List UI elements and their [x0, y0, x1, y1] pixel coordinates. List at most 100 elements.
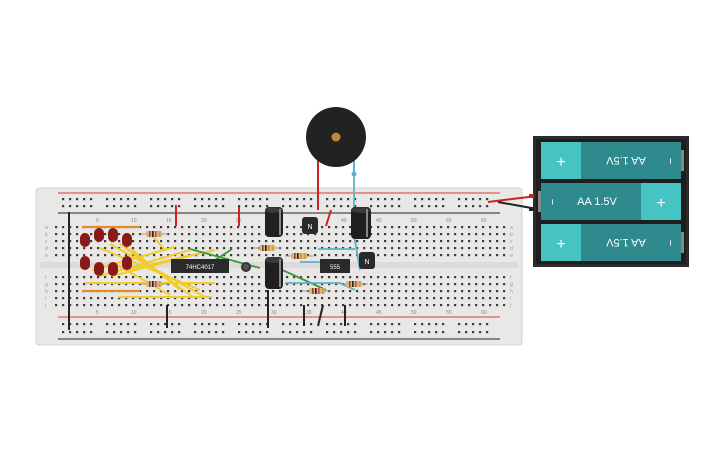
breadboard-hole[interactable]	[237, 226, 240, 229]
breadboard-hole[interactable]	[454, 247, 457, 250]
breadboard-hole[interactable]	[282, 331, 285, 334]
breadboard-hole[interactable]	[223, 283, 226, 286]
breadboard-hole[interactable]	[279, 297, 282, 300]
breadboard-hole[interactable]	[76, 198, 79, 201]
breadboard-hole[interactable]	[171, 323, 174, 326]
breadboard-hole[interactable]	[286, 290, 289, 293]
breadboard-hole[interactable]	[465, 205, 468, 208]
breadboard-hole[interactable]	[251, 233, 254, 236]
breadboard-hole[interactable]	[412, 304, 415, 307]
electrolytic-capacitor[interactable]	[351, 207, 371, 239]
breadboard-hole[interactable]	[377, 283, 380, 286]
breadboard-hole[interactable]	[475, 304, 478, 307]
breadboard-hole[interactable]	[475, 254, 478, 257]
breadboard-hole[interactable]	[69, 331, 72, 334]
breadboard-hole[interactable]	[174, 276, 177, 279]
breadboard-hole[interactable]	[62, 233, 65, 236]
breadboard-hole[interactable]	[134, 331, 137, 334]
led[interactable]	[94, 228, 104, 242]
breadboard-hole[interactable]	[153, 297, 156, 300]
breadboard-hole[interactable]	[489, 304, 492, 307]
breadboard-hole[interactable]	[496, 240, 499, 243]
breadboard-hole[interactable]	[303, 331, 306, 334]
breadboard-hole[interactable]	[426, 233, 429, 236]
breadboard-hole[interactable]	[208, 323, 211, 326]
breadboard-hole[interactable]	[310, 198, 313, 201]
breadboard-hole[interactable]	[307, 240, 310, 243]
breadboard-hole[interactable]	[111, 247, 114, 250]
breadboard-hole[interactable]	[479, 323, 482, 326]
breadboard-hole[interactable]	[188, 276, 191, 279]
breadboard-hole[interactable]	[482, 254, 485, 257]
breadboard-hole[interactable]	[289, 323, 292, 326]
breadboard-hole[interactable]	[62, 304, 65, 307]
breadboard-hole[interactable]	[405, 233, 408, 236]
breadboard-hole[interactable]	[146, 240, 149, 243]
breadboard-hole[interactable]	[475, 283, 478, 286]
breadboard-hole[interactable]	[489, 276, 492, 279]
breadboard-hole[interactable]	[468, 233, 471, 236]
breadboard-hole[interactable]	[482, 304, 485, 307]
resistor[interactable]	[140, 281, 168, 287]
breadboard-hole[interactable]	[356, 290, 359, 293]
breadboard-hole[interactable]	[363, 247, 366, 250]
breadboard-hole[interactable]	[76, 304, 79, 307]
breadboard-hole[interactable]	[265, 290, 268, 293]
breadboard-hole[interactable]	[83, 205, 86, 208]
breadboard-hole[interactable]	[146, 290, 149, 293]
breadboard-hole[interactable]	[391, 240, 394, 243]
breadboard-hole[interactable]	[370, 323, 373, 326]
breadboard-hole[interactable]	[55, 226, 58, 229]
breadboard-hole[interactable]	[223, 304, 226, 307]
breadboard-hole[interactable]	[293, 304, 296, 307]
breadboard-hole[interactable]	[328, 276, 331, 279]
red-wire[interactable]	[325, 209, 332, 227]
breadboard-hole[interactable]	[300, 240, 303, 243]
breadboard-hole[interactable]	[384, 247, 387, 250]
breadboard-hole[interactable]	[326, 323, 329, 326]
breadboard-hole[interactable]	[296, 205, 299, 208]
breadboard-hole[interactable]	[201, 205, 204, 208]
breadboard-hole[interactable]	[435, 198, 438, 201]
breadboard-hole[interactable]	[167, 233, 170, 236]
breadboard-hole[interactable]	[286, 247, 289, 250]
breadboard-hole[interactable]	[83, 198, 86, 201]
breadboard-hole[interactable]	[104, 297, 107, 300]
breadboard-hole[interactable]	[139, 226, 142, 229]
breadboard-hole[interactable]	[251, 247, 254, 250]
breadboard-hole[interactable]	[310, 205, 313, 208]
breadboard-hole[interactable]	[433, 247, 436, 250]
breadboard-hole[interactable]	[104, 240, 107, 243]
breadboard-hole[interactable]	[208, 205, 211, 208]
breadboard-hole[interactable]	[289, 205, 292, 208]
push-button[interactable]	[241, 262, 251, 272]
breadboard-hole[interactable]	[164, 205, 167, 208]
breadboard-hole[interactable]	[195, 283, 198, 286]
breadboard-hole[interactable]	[419, 283, 422, 286]
breadboard-hole[interactable]	[237, 247, 240, 250]
breadboard-hole[interactable]	[472, 331, 475, 334]
breadboard-hole[interactable]	[266, 205, 269, 208]
breadboard-hole[interactable]	[120, 323, 123, 326]
breadboard-hole[interactable]	[333, 323, 336, 326]
breadboard-hole[interactable]	[164, 331, 167, 334]
led[interactable]	[122, 233, 132, 247]
breadboard-hole[interactable]	[153, 290, 156, 293]
breadboard-hole[interactable]	[333, 198, 336, 201]
breadboard-hole[interactable]	[349, 240, 352, 243]
breadboard-hole[interactable]	[465, 331, 468, 334]
breadboard-hole[interactable]	[426, 247, 429, 250]
breadboard-hole[interactable]	[489, 247, 492, 250]
breadboard-hole[interactable]	[223, 233, 226, 236]
breadboard-hole[interactable]	[428, 198, 431, 201]
breadboard-hole[interactable]	[202, 226, 205, 229]
breadboard-hole[interactable]	[342, 290, 345, 293]
breadboard-hole[interactable]	[76, 323, 79, 326]
breadboard-hole[interactable]	[370, 240, 373, 243]
breadboard-hole[interactable]	[76, 247, 79, 250]
breadboard-hole[interactable]	[300, 290, 303, 293]
breadboard-hole[interactable]	[223, 290, 226, 293]
breadboard-hole[interactable]	[489, 254, 492, 257]
breadboard-hole[interactable]	[167, 297, 170, 300]
breadboard-hole[interactable]	[139, 304, 142, 307]
